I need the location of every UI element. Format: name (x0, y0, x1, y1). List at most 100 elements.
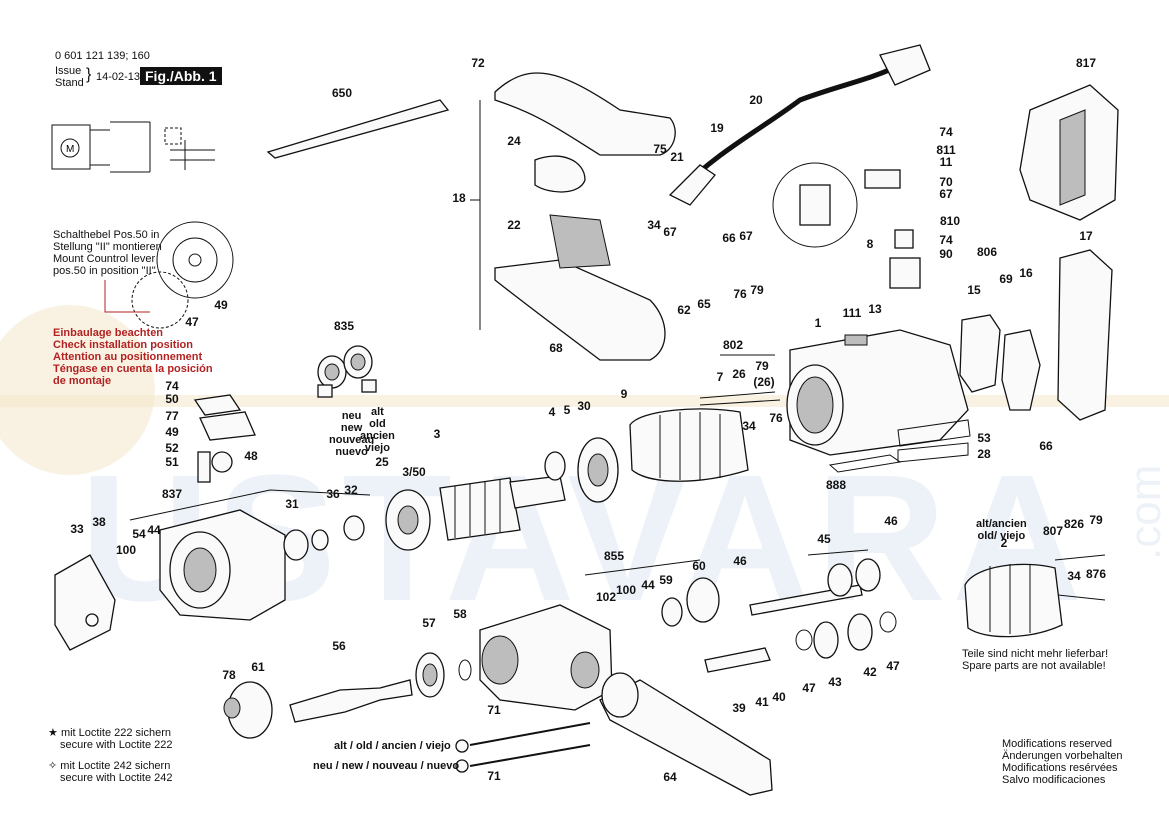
brace-glyph: } (86, 66, 92, 83)
part-label: 67 (739, 229, 753, 243)
bearing-32 (343, 515, 365, 541)
loctite-222-note: ★ mit Loctite 222 sichern secure with Lo… (48, 727, 173, 751)
wiring-schematic: M (51, 121, 215, 173)
part-label: 44 (641, 578, 655, 592)
part-label: 34 (742, 419, 756, 433)
loctite-242-note: ✧ mit Loctite 242 sichern secure with Lo… (48, 760, 173, 784)
part-label: 32 (344, 483, 358, 497)
part-label: 34 (1067, 569, 1081, 583)
part-label: 21 (670, 150, 684, 164)
part-label: 69 (999, 272, 1013, 286)
part-label: 8 (867, 237, 874, 251)
spare-parts-note: Teile sind nicht mehr lieferbar! Spare p… (962, 648, 1109, 672)
part-label: 66 (722, 231, 736, 245)
part-label: 61 (251, 660, 265, 674)
figure-label: Fig./Abb. 1 (140, 67, 222, 85)
part-label: 16 (1019, 266, 1033, 280)
part-label: 11 (940, 155, 953, 169)
part-label: 835 (334, 319, 354, 333)
handle-17 (1057, 249, 1113, 421)
part-label: 76 (733, 287, 747, 301)
switch-detail (772, 162, 921, 289)
part-label: 90 (939, 247, 953, 261)
part-label: 826 (1064, 517, 1084, 531)
brush-holder-16 (1001, 329, 1041, 411)
screw-71-new (469, 744, 591, 767)
part-label: 36 (326, 487, 340, 501)
part-label: 810 (940, 214, 960, 228)
svg-text:M: M (66, 144, 74, 155)
part-label: 79 (1089, 513, 1103, 527)
part-label: (26) (753, 375, 774, 389)
part-label: 74 (165, 379, 179, 393)
part-label: 802 (723, 338, 743, 352)
bearing-old-label: alt old ancien viejo (360, 406, 395, 454)
part-label: 56 (332, 639, 346, 653)
lever-assembly (193, 394, 256, 483)
part-label: 72 (471, 56, 485, 70)
part-label: 19 (710, 121, 724, 135)
part-label: 47 (185, 315, 199, 329)
part-label: 855 (604, 549, 624, 563)
part-label: 66 (1039, 439, 1053, 453)
brush-holder-15 (959, 314, 1001, 393)
part-label: 7 (717, 370, 724, 384)
part-label: 47 (802, 681, 816, 695)
part-label: 68 (549, 341, 563, 355)
part-label: 38 (92, 515, 106, 529)
part-label: 58 (453, 607, 467, 621)
part-number: 0 601 121 139; 160 (55, 50, 150, 62)
part-label: 42 (863, 665, 877, 679)
watermark-suffix: .com (1121, 465, 1169, 560)
circlip-58 (458, 659, 472, 681)
armature (439, 437, 619, 541)
part-label: 49 (165, 425, 179, 439)
part-label: 60 (692, 559, 706, 573)
part-label: 78 (222, 668, 236, 682)
part-label: 22 (507, 218, 521, 232)
part-label: 76 (769, 411, 783, 425)
part-label: 43 (828, 675, 842, 689)
part-label: 48 (244, 449, 258, 463)
part-label: 18 (452, 191, 466, 205)
part-label: 3/50 (402, 465, 426, 479)
part-label: 111 (843, 306, 862, 320)
part-label: 74 (939, 233, 953, 247)
part-label: 64 (663, 770, 677, 784)
part-label: 888 (826, 478, 846, 492)
part-label: 2 (1001, 536, 1008, 550)
gear-housing (159, 509, 286, 621)
part-label: 75 (653, 142, 667, 156)
part-label: 876 (1086, 567, 1106, 581)
issue-date: 14-02-13 (96, 71, 141, 83)
part-label: 817 (1076, 56, 1096, 70)
bearings-835 (317, 345, 377, 398)
power-cable (668, 44, 931, 206)
part-label: 41 (755, 695, 769, 709)
part-label: 20 (749, 93, 763, 107)
part-label: 59 (659, 573, 673, 587)
stand-label: Stand (55, 77, 84, 89)
install-note: Schalthebel Pos.50 in Stellung "II" mont… (53, 229, 162, 277)
part-label: 5 (564, 403, 571, 417)
part-label: 47 (886, 659, 900, 673)
part-label: 837 (162, 487, 182, 501)
part-label: 71 (487, 769, 501, 783)
part-label: 1 (815, 316, 822, 330)
part-label: 811 (936, 143, 956, 157)
screw-71-old (469, 722, 591, 746)
part-label: 79 (750, 283, 764, 297)
position-warning: Einbaulage beachten Check installation p… (53, 327, 213, 387)
part-label: 51 (165, 455, 179, 469)
cover-plate-38 (54, 554, 116, 651)
wedge-650 (266, 99, 450, 159)
part-label: 79 (755, 359, 769, 373)
part-label: 57 (422, 616, 436, 630)
old-field-label: alt/ancien old/ viejo (976, 518, 1027, 542)
part-label: 71 (487, 703, 501, 717)
part-label: 46 (884, 514, 898, 528)
handle-housing (494, 72, 676, 361)
part-label: 39 (732, 701, 746, 715)
part-label: 49 (214, 298, 228, 312)
